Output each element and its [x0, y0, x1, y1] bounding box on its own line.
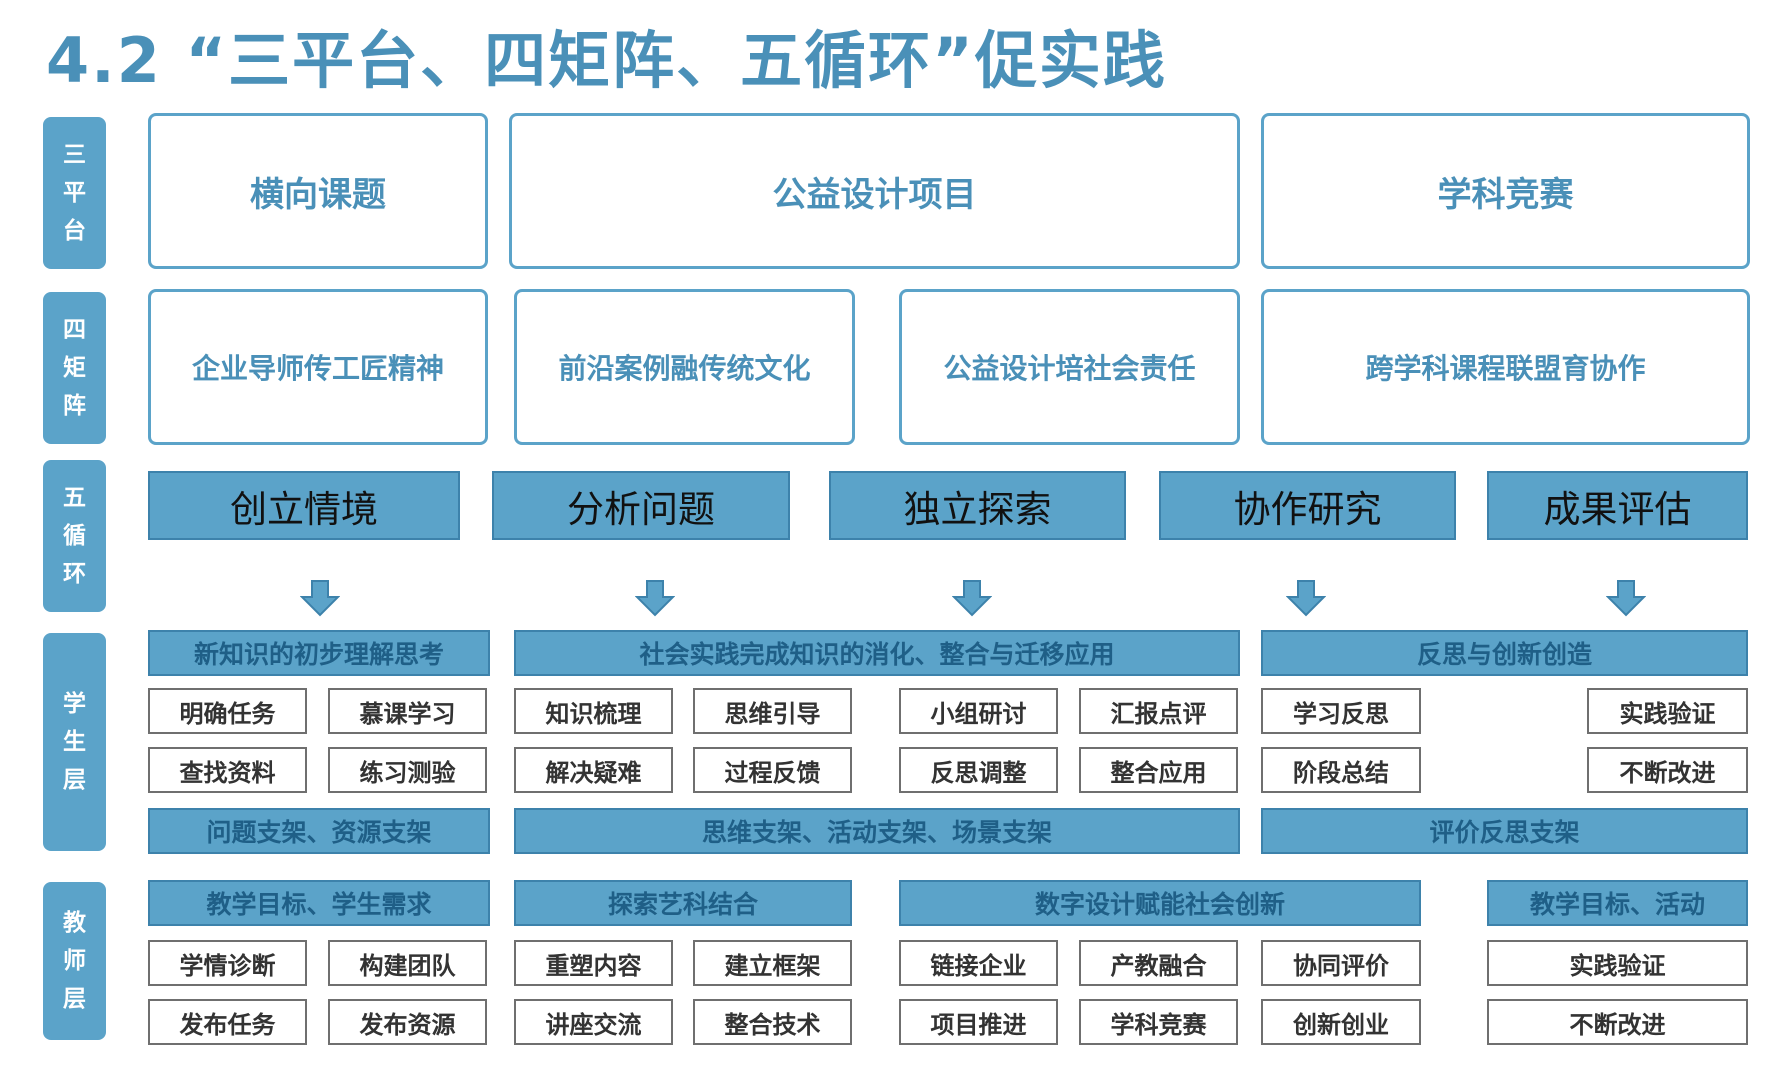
teacher-stage-header: 探索艺科结合	[514, 880, 852, 926]
teacher-activity-cell: 整合技术	[693, 999, 852, 1045]
teacher-activity-cell: 发布任务	[148, 999, 307, 1045]
side-label-text: 五循环	[63, 485, 86, 587]
student-stage-header: 新知识的初步理解思考	[148, 630, 490, 676]
cycle-box: 分析问题	[492, 471, 790, 540]
down-arrow-icon	[635, 580, 675, 617]
cycle-box: 成果评估	[1487, 471, 1748, 540]
cycle-box: 独立探索	[829, 471, 1126, 540]
student-activity-cell: 反思调整	[899, 747, 1058, 793]
side-label-text: 三平台	[63, 142, 86, 244]
cycle-box: 协作研究	[1159, 471, 1456, 540]
student-stage-header: 反思与创新创造	[1261, 630, 1748, 676]
side-label-matrix: 四矩阵	[43, 292, 106, 444]
cycle-box: 创立情境	[148, 471, 460, 540]
student-activity-cell: 小组研讨	[899, 688, 1058, 734]
side-label-cycles: 五循环	[43, 460, 106, 612]
down-arrow-icon	[1286, 580, 1326, 617]
teacher-activity-cell: 构建团队	[328, 940, 487, 986]
side-label-students: 学生层	[43, 633, 106, 851]
teacher-activity-cell: 学情诊断	[148, 940, 307, 986]
side-label-text: 四矩阵	[63, 317, 86, 419]
student-activity-cell: 查找资料	[148, 747, 307, 793]
matrix-box: 跨学科课程联盟育协作	[1261, 289, 1750, 445]
platform-box: 横向课题	[148, 113, 488, 269]
matrix-box: 企业导师传工匠精神	[148, 289, 488, 445]
page-title: 4.2 “三平台、四矩阵、五循环”促实践	[46, 24, 1167, 97]
teacher-activity-cell: 项目推进	[899, 999, 1058, 1045]
student-support-band: 评价反思支架	[1261, 808, 1748, 854]
down-arrow-icon	[300, 580, 340, 617]
student-activity-cell: 实践验证	[1587, 688, 1748, 734]
student-support-band: 问题支架、资源支架	[148, 808, 490, 854]
matrix-box: 前沿案例融传统文化	[514, 289, 855, 445]
side-label-teachers: 教师层	[43, 882, 106, 1040]
side-label-text: 学生层	[63, 691, 86, 793]
student-activity-cell: 汇报点评	[1079, 688, 1238, 734]
teacher-activity-cell: 重塑内容	[514, 940, 673, 986]
teacher-stage-header: 数字设计赋能社会创新	[899, 880, 1421, 926]
student-activity-cell: 思维引导	[693, 688, 852, 734]
side-label-platforms: 三平台	[43, 117, 106, 269]
student-activity-cell: 知识梳理	[514, 688, 673, 734]
teacher-activity-cell: 链接企业	[899, 940, 1058, 986]
teacher-activity-cell: 建立框架	[693, 940, 852, 986]
down-arrow-icon	[952, 580, 992, 617]
student-activity-cell: 学习反思	[1261, 688, 1421, 734]
student-activity-cell: 阶段总结	[1261, 747, 1421, 793]
student-activity-cell: 练习测验	[328, 747, 487, 793]
student-activity-cell: 明确任务	[148, 688, 307, 734]
teacher-activity-cell: 讲座交流	[514, 999, 673, 1045]
platform-box: 学科竞赛	[1261, 113, 1750, 269]
student-activity-cell: 整合应用	[1079, 747, 1238, 793]
teacher-activity-cell: 实践验证	[1487, 940, 1748, 986]
side-label-text: 教师层	[63, 910, 86, 1012]
platform-box: 公益设计项目	[509, 113, 1240, 269]
teacher-activity-cell: 不断改进	[1487, 999, 1748, 1045]
student-activity-cell: 慕课学习	[328, 688, 487, 734]
matrix-box: 公益设计培社会责任	[899, 289, 1240, 445]
teacher-activity-cell: 产教融合	[1079, 940, 1238, 986]
teacher-activity-cell: 创新创业	[1261, 999, 1421, 1045]
teacher-stage-header: 教学目标、学生需求	[148, 880, 490, 926]
student-activity-cell: 过程反馈	[693, 747, 852, 793]
teacher-activity-cell: 学科竞赛	[1079, 999, 1238, 1045]
student-activity-cell: 解决疑难	[514, 747, 673, 793]
student-stage-header: 社会实践完成知识的消化、整合与迁移应用	[514, 630, 1240, 676]
teacher-activity-cell: 发布资源	[328, 999, 487, 1045]
student-support-band: 思维支架、活动支架、场景支架	[514, 808, 1240, 854]
down-arrow-icon	[1606, 580, 1646, 617]
teacher-activity-cell: 协同评价	[1261, 940, 1421, 986]
teacher-stage-header: 教学目标、活动	[1487, 880, 1748, 926]
student-activity-cell: 不断改进	[1587, 747, 1748, 793]
